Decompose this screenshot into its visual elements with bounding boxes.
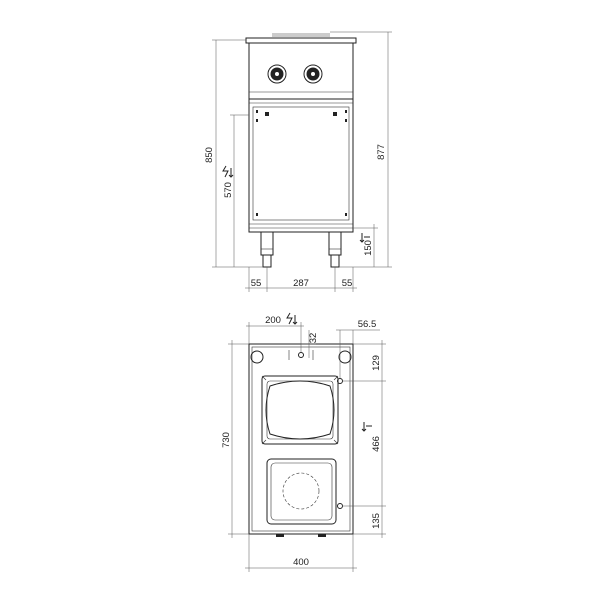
dimension-connection-offset: 32 xyxy=(301,330,319,358)
dim-label-850: 850 xyxy=(204,147,215,163)
hotplate-rear xyxy=(266,458,343,525)
connection-point xyxy=(298,352,304,358)
dimension-right-vertical: 129 466 135 xyxy=(342,340,386,538)
corner-foot-left xyxy=(250,350,264,364)
open-cabinet-frame xyxy=(248,98,354,233)
front-view: 850 877 570 150 xyxy=(204,31,392,292)
corner-foot-right xyxy=(338,350,352,364)
equipotential-icon xyxy=(361,422,372,432)
dim-label-877: 877 xyxy=(376,144,387,160)
dimension-overall-height: 877 xyxy=(330,31,392,268)
dim-label-56-5: 56.5 xyxy=(358,319,377,330)
electrical-connection-icon xyxy=(286,312,298,325)
electrical-connection-icon xyxy=(222,165,234,178)
dim-label-55-right: 55 xyxy=(342,278,353,289)
dimension-total-height: 850 xyxy=(204,39,263,268)
dim-label-287: 287 xyxy=(293,278,309,289)
dim-label-466: 466 xyxy=(371,436,382,452)
dim-label-730: 730 xyxy=(221,432,232,448)
dim-label-32: 32 xyxy=(308,333,319,344)
dim-label-150: 150 xyxy=(363,240,374,256)
front-tab-right xyxy=(318,534,326,537)
dimension-bottom-widths: 55 287 55 xyxy=(245,267,357,292)
dimension-depth: 730 xyxy=(221,340,249,538)
hotplate-front xyxy=(261,375,343,445)
cabinet-opening xyxy=(252,106,350,221)
front-tab-left xyxy=(276,534,284,537)
dim-label-200: 200 xyxy=(265,315,281,326)
control-panel xyxy=(248,42,354,100)
dim-label-129: 129 xyxy=(371,355,382,371)
worktop-rim xyxy=(245,37,357,44)
dimension-connection-height: 570 xyxy=(222,114,249,267)
leg-left xyxy=(260,231,274,268)
control-knob-right xyxy=(303,64,323,84)
dim-label-570: 570 xyxy=(223,182,234,198)
dimension-leg-height: 150 xyxy=(353,224,378,267)
top-view: 200 32 56.5 730 xyxy=(221,312,386,572)
equipotential-icon xyxy=(359,233,370,243)
dim-label-55-left: 55 xyxy=(251,278,262,289)
dimension-width: 400 xyxy=(245,534,357,572)
dim-label-400: 400 xyxy=(293,557,309,568)
control-knob-left xyxy=(267,64,287,84)
leg-right xyxy=(328,231,342,268)
dimension-right-offset: 56.5 xyxy=(336,319,380,378)
dim-label-135: 135 xyxy=(371,513,382,529)
dimension-connection-x: 200 xyxy=(246,312,304,352)
